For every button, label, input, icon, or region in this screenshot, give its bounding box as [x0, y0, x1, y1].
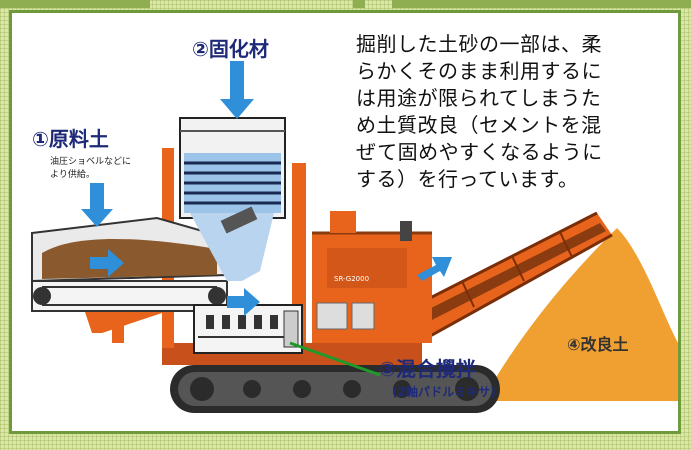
- discharge-arrow: [417, 257, 452, 281]
- improved-soil-pile: [482, 228, 678, 401]
- hardener-hopper: [179, 117, 286, 281]
- mixing-label: ③混合攪拌: [379, 357, 476, 381]
- engine-housing: [312, 211, 432, 343]
- raw-soil-note-line1: 油圧ショベルなどに: [50, 157, 132, 167]
- top-bar-right: [392, 0, 691, 8]
- description-line: は用途が限られてしまうた: [356, 86, 602, 110]
- description-line: する）を行っています。: [356, 167, 579, 191]
- machine-illustration: SR-G2000: [31, 61, 678, 413]
- soil-feeder: [31, 216, 228, 312]
- description-line: 掘削した土砂の一部は、柔: [356, 32, 602, 56]
- description-line: らかくそのまま利用するに: [356, 59, 602, 83]
- hardener-arrow: [220, 61, 254, 119]
- mixing-note: (2軸パドルミキサ): [392, 385, 496, 399]
- improved-soil-label: ④改良土: [567, 335, 629, 354]
- mixer-box: [193, 304, 303, 354]
- flow-arrows: [81, 61, 452, 316]
- description-text: 掘削した土砂の一部は、柔 らかくそのまま利用するに は用途が限られてしまうた め…: [356, 31, 674, 193]
- top-bar-left: [0, 0, 150, 8]
- raw-soil-arrow: [81, 183, 113, 227]
- mix-arrow: [227, 288, 260, 316]
- mixing-leader-line: [289, 341, 381, 377]
- description-line: め土質改良（セメントを混: [356, 113, 602, 137]
- feed-arrow: [90, 249, 124, 277]
- machine-model-text: SR-G2000: [334, 275, 369, 283]
- diagram-frame: SR-G2000 ②固化材 ①原料土 油圧ショベルなどに より供給。 ③混合攪拌…: [9, 10, 681, 434]
- hardener-label: ②固化材: [192, 37, 269, 61]
- raw-soil-note-line2: より供給。: [50, 170, 95, 180]
- description-line: ぜて固めやすくなるように: [356, 140, 603, 164]
- raw-soil-label: ①原料土: [32, 127, 109, 151]
- top-bar-mid: [353, 0, 365, 8]
- crawler-track: [170, 365, 500, 413]
